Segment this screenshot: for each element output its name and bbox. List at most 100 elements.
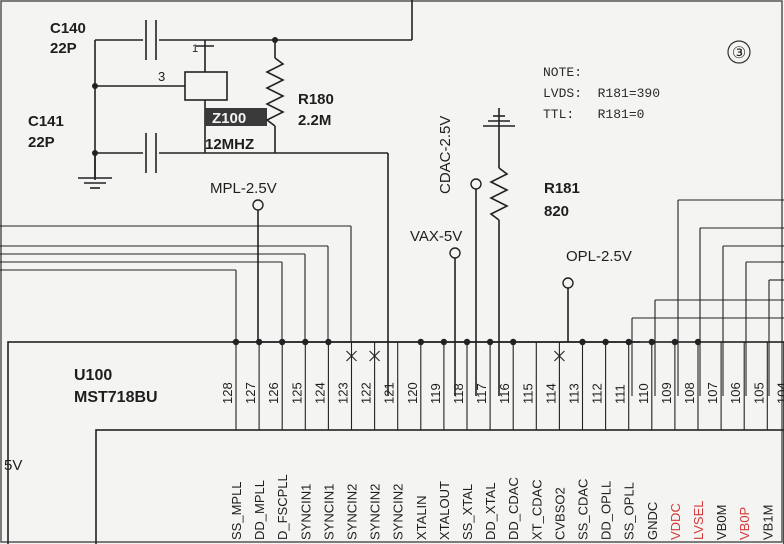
ground-symbol-left — [78, 153, 112, 189]
pin-number: 127 — [243, 382, 258, 404]
pin-number: 115 — [520, 383, 535, 404]
r181-zigzag — [489, 167, 509, 221]
c141-value: 22P — [28, 134, 55, 151]
junction-dot — [302, 338, 309, 346]
pin-name: VB0M — [714, 505, 729, 540]
c140-ref: C140 — [50, 20, 86, 37]
junction-dot — [671, 338, 679, 346]
pin-number: 112 — [590, 383, 605, 404]
rail-opl-terminal — [562, 277, 574, 289]
rail-mpl-terminal — [252, 199, 264, 211]
pin-name: SS_XTAL — [460, 484, 475, 540]
note-lvds: LVDS: R181=390 — [543, 86, 660, 101]
rail-cdac-label: CDAC-2.5V — [437, 116, 454, 194]
pin-name: XTALOUT — [437, 481, 452, 540]
pin-number: 111 — [613, 384, 628, 404]
c140-value: 22P — [50, 40, 77, 57]
pin-number: 116 — [497, 383, 512, 404]
rail-left-5v: 5V — [4, 457, 22, 474]
pin-number: 126 — [266, 382, 281, 404]
rail-opl-label: OPL-2.5V — [566, 248, 632, 265]
junction-dot — [579, 338, 586, 346]
pin-number: 106 — [728, 382, 743, 404]
pin-number: 119 — [428, 383, 443, 404]
note-ttl: TTL: R181=0 — [543, 107, 644, 122]
crystal-pin1-label: 1 — [192, 43, 198, 55]
pin-name: DD_MPLL — [252, 480, 267, 540]
pin-name: SYNCIN2 — [345, 484, 360, 540]
junction-dot — [602, 338, 609, 346]
pin-number: 117 — [474, 383, 489, 404]
crystal-body — [184, 71, 228, 101]
pin-number: 121 — [382, 382, 397, 404]
junction-dot — [417, 338, 424, 346]
u100-outer-box — [7, 341, 784, 544]
junction-dot — [486, 338, 494, 346]
pin-name: DD_XTAL — [483, 482, 498, 540]
pin-name: LVSEL — [691, 500, 706, 540]
r180-ref: R180 — [298, 91, 334, 108]
crystal-ref-highlight — [205, 108, 267, 126]
pin-name: GNDC — [645, 502, 660, 540]
pin-name: XT_CDAC — [529, 479, 544, 540]
pin-number: 125 — [289, 382, 304, 404]
junction-dot — [694, 338, 702, 346]
pin-name: SS_OPLL — [622, 482, 637, 540]
junction-dot — [463, 338, 471, 346]
pin-name: CVBSO2 — [552, 487, 567, 540]
pin-number: 124 — [312, 382, 327, 404]
pin-number: 107 — [705, 382, 720, 404]
badge-circle — [727, 40, 751, 64]
pin-number: 114 — [543, 383, 558, 404]
r180-value: 2.2M — [298, 112, 331, 129]
junction-dot — [325, 338, 332, 346]
pin-name: DD_OPLL — [599, 481, 614, 540]
pin-number: 118 — [451, 383, 466, 404]
junction-dot — [232, 338, 240, 346]
pin-name: D_FSCPLL — [275, 474, 290, 540]
pin-number: 109 — [659, 382, 674, 404]
pin-number: 113 — [567, 383, 582, 404]
pin-name: SS_MPLL — [229, 481, 244, 540]
pin-name: DD_CDAC — [506, 477, 521, 540]
badge-number: ③ — [732, 45, 746, 62]
no-connect-mark — [346, 350, 357, 362]
pin-number: 108 — [682, 382, 697, 404]
pin-name: SYNCIN1 — [298, 484, 313, 540]
junction-dot — [648, 338, 655, 346]
junction-dot — [510, 338, 517, 346]
pin-name: SS_CDAC — [576, 479, 591, 540]
junction-dot — [440, 338, 448, 346]
c141-ref: C141 — [28, 113, 64, 130]
pin-name: SYNCIN2 — [368, 484, 383, 540]
pin-number: 122 — [359, 382, 374, 404]
pin-number: 128 — [220, 382, 235, 404]
rail-mpl-label: MPL-2.5V — [210, 180, 277, 197]
junction-dot — [255, 338, 263, 346]
pin-number: 104 — [774, 382, 784, 404]
pin-name: VB1M — [760, 505, 775, 540]
junction-dot — [625, 338, 632, 346]
pin-number: 105 — [751, 382, 766, 404]
u100-inner-body — [95, 429, 784, 544]
crystal-frequency: 12MHZ — [205, 136, 254, 153]
no-connect-mark — [554, 350, 565, 362]
pin-name: SYNCIN1 — [321, 484, 336, 540]
pin-name: VDDC — [668, 503, 683, 540]
rail-vax-terminal — [449, 247, 461, 259]
note-title: NOTE: — [543, 65, 582, 80]
pin-name: XTALIN — [414, 495, 429, 540]
u100-ref: U100 — [74, 367, 112, 384]
pin-number: 123 — [336, 382, 351, 404]
junction-dot — [279, 338, 286, 346]
pin-number: 110 — [636, 383, 651, 404]
rail-vax-label: VAX-5V — [410, 228, 462, 245]
crystal-pin3-label: 3 — [158, 69, 165, 84]
r181-ref: R181 — [544, 180, 580, 197]
pin-name: SYNCIN2 — [391, 484, 406, 540]
pin-name: VB0P — [737, 507, 752, 540]
